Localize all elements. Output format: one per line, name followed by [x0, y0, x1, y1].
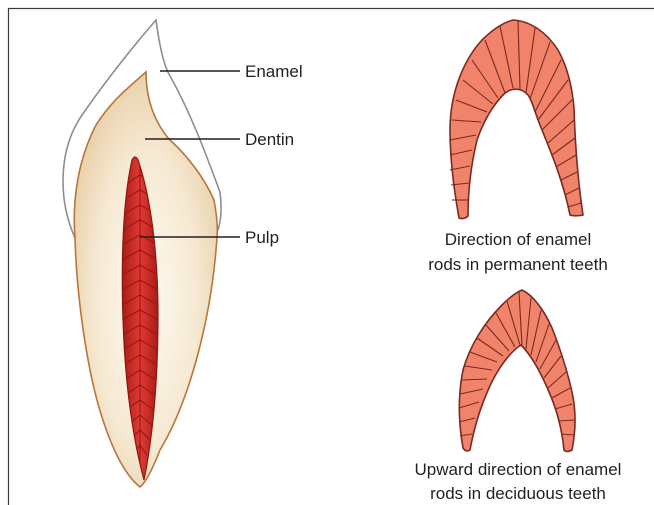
permanent-enamel-rods — [450, 20, 583, 219]
permanent-caption-line1: Direction of enamel — [445, 230, 591, 249]
deciduous-caption-line2: rods in deciduous teeth — [430, 484, 606, 503]
pulp-label: Pulp — [245, 228, 279, 247]
enamel-label: Enamel — [245, 62, 303, 81]
deciduous-caption-line1: Upward direction of enamel — [415, 460, 622, 479]
permanent-caption-line2: rods in permanent teeth — [428, 255, 608, 274]
tooth — [63, 20, 221, 487]
dentin-label: Dentin — [245, 130, 294, 149]
deciduous-enamel-rods — [459, 290, 575, 452]
